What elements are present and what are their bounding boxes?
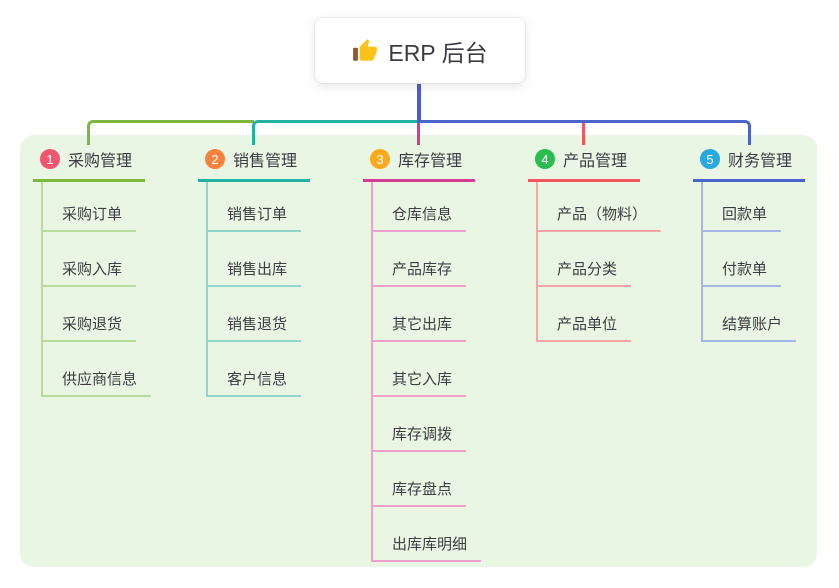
branches-panel [20, 135, 817, 567]
child-label: 采购入库 [62, 261, 123, 278]
root-label: ERP 后台 [388, 39, 488, 66]
child-node[interactable]: 产品分类 [538, 232, 632, 287]
branch-finance-management: 5 财务管理 回款单 付款单 结算账户 [693, 145, 805, 342]
child-node[interactable]: 库存盘点 [373, 452, 467, 507]
branch-node-sales[interactable]: 2 销售管理 [198, 145, 310, 182]
child-label: 其它入库 [392, 371, 453, 388]
child-node[interactable]: 销售退货 [208, 287, 302, 342]
branch-number-badge: 2 [205, 149, 225, 169]
child-node[interactable]: 回款单 [703, 182, 782, 232]
root-node[interactable]: ERP 后台 [315, 18, 525, 83]
branch-children: 产品（物料） 产品分类 产品单位 [536, 182, 662, 342]
child-label: 库存调拨 [392, 426, 453, 443]
branch-children: 回款单 付款单 结算账户 [701, 182, 805, 342]
branch-number-badge: 5 [700, 149, 720, 169]
child-label: 产品（物料） [557, 206, 648, 223]
branch-node-purchase[interactable]: 1 采购管理 [33, 145, 145, 182]
child-node[interactable]: 其它入库 [373, 342, 467, 397]
connector-branch-1 [87, 120, 254, 145]
child-node[interactable]: 采购订单 [43, 182, 137, 232]
child-node[interactable]: 仓库信息 [373, 182, 467, 232]
child-node[interactable]: 供应商信息 [43, 342, 152, 397]
child-node[interactable]: 产品库存 [373, 232, 467, 287]
branch-title: 财务管理 [728, 153, 793, 170]
child-node[interactable]: 产品单位 [538, 287, 632, 342]
child-label: 其它出库 [392, 316, 453, 333]
child-label: 销售订单 [227, 206, 288, 223]
branch-title: 产品管理 [563, 153, 628, 170]
connector-branch-4 [582, 120, 585, 145]
branch-sales-management: 2 销售管理 销售订单 销售出库 销售退货 客户信息 [198, 145, 310, 397]
child-label: 结算账户 [722, 316, 783, 333]
child-label: 采购退货 [62, 316, 123, 333]
branch-node-finance[interactable]: 5 财务管理 [693, 145, 805, 182]
branch-number-badge: 4 [535, 149, 555, 169]
child-label: 产品分类 [557, 261, 618, 278]
branch-product-management: 4 产品管理 产品（物料） 产品分类 产品单位 [528, 145, 662, 342]
child-label: 采购订单 [62, 206, 123, 223]
child-node[interactable]: 结算账户 [703, 287, 797, 342]
child-label: 付款单 [722, 261, 768, 278]
branch-children: 销售订单 销售出库 销售退货 客户信息 [206, 182, 310, 397]
root-connector-line [417, 83, 421, 121]
child-node[interactable]: 付款单 [703, 232, 782, 287]
branch-number-badge: 3 [370, 149, 390, 169]
child-node[interactable]: 其它出库 [373, 287, 467, 342]
branch-node-product[interactable]: 4 产品管理 [528, 145, 640, 182]
child-label: 销售退货 [227, 316, 288, 333]
branch-purchase-management: 1 采购管理 采购订单 采购入库 采购退货 供应商信息 [33, 145, 152, 397]
child-node[interactable]: 库存调拨 [373, 397, 467, 452]
child-label: 出库库明细 [392, 536, 468, 553]
child-node[interactable]: 出库库明细 [373, 507, 482, 562]
thumbs-up-icon [353, 38, 378, 61]
branch-title: 采购管理 [68, 153, 133, 170]
branch-number-badge: 1 [40, 149, 60, 169]
branch-children: 采购订单 采购入库 采购退货 供应商信息 [41, 182, 152, 397]
branch-title: 销售管理 [233, 153, 298, 170]
child-label: 销售出库 [227, 261, 288, 278]
child-label: 产品单位 [557, 316, 618, 333]
child-label: 产品库存 [392, 261, 453, 278]
child-node[interactable]: 采购入库 [43, 232, 137, 287]
child-node[interactable]: 销售订单 [208, 182, 302, 232]
child-node[interactable]: 销售出库 [208, 232, 302, 287]
branch-node-inventory[interactable]: 3 库存管理 [363, 145, 475, 182]
connector-branch-2 [252, 120, 419, 145]
child-label: 回款单 [722, 206, 768, 223]
child-node[interactable]: 客户信息 [208, 342, 302, 397]
child-label: 客户信息 [227, 371, 288, 388]
child-label: 仓库信息 [392, 206, 453, 223]
branch-children: 仓库信息 产品库存 其它出库 其它入库 库存调拨 库存盘点 出库库明细 [371, 182, 482, 562]
child-node[interactable]: 产品（物料） [538, 182, 662, 232]
connector-branch-3 [417, 120, 420, 145]
child-label: 供应商信息 [62, 371, 138, 388]
child-label: 库存盘点 [392, 481, 453, 498]
connector-branch-5 [417, 120, 751, 145]
branch-inventory-management: 3 库存管理 仓库信息 产品库存 其它出库 其它入库 库存调拨 库存盘点 出库库… [363, 145, 482, 562]
child-node[interactable]: 采购退货 [43, 287, 137, 342]
branch-title: 库存管理 [398, 153, 463, 170]
